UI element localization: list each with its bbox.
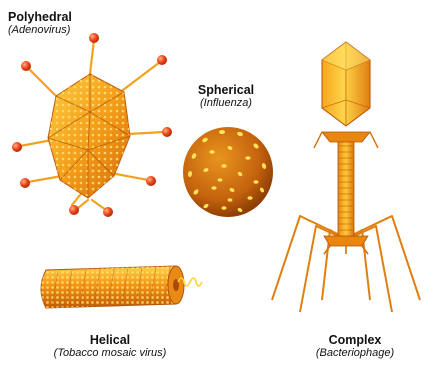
phage-collar	[322, 132, 370, 142]
tmv-illustration	[41, 266, 202, 308]
helical-label: Helical (Tobacco mosaic virus)	[20, 333, 200, 359]
polyhedral-example: (Adenovirus)	[8, 24, 128, 36]
complex-example: (Bacteriophage)	[290, 347, 420, 359]
spherical-label: Spherical (Influenza)	[176, 83, 276, 109]
complex-label: Complex (Bacteriophage)	[290, 333, 420, 359]
adenovirus-illustration	[12, 33, 172, 217]
polyhedral-label: Polyhedral (Adenovirus)	[8, 10, 128, 36]
phage-base-plate	[324, 236, 368, 246]
spherical-example: (Influenza)	[176, 97, 276, 109]
phage-tail-pins	[324, 246, 368, 254]
spherical-name: Spherical	[176, 83, 276, 97]
polyhedral-name: Polyhedral	[8, 10, 128, 24]
bacteriophage-illustration	[272, 42, 420, 312]
complex-name: Complex	[290, 333, 420, 347]
helical-example: (Tobacco mosaic virus)	[20, 347, 200, 359]
influenza-illustration	[183, 127, 273, 217]
helical-name: Helical	[20, 333, 200, 347]
